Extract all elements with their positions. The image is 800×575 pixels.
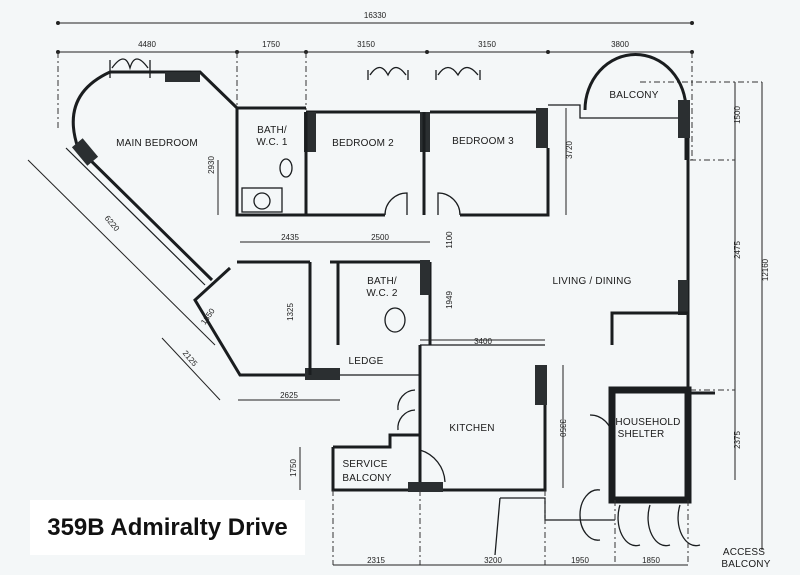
dim-top-1: 4480 bbox=[138, 40, 156, 49]
dim-top-2: 1750 bbox=[262, 40, 280, 49]
dim-bottom-2: 3200 bbox=[484, 556, 502, 565]
dim-overall-depth: 12160 bbox=[761, 258, 770, 281]
dim-bedroom3-depth: 3720 bbox=[565, 141, 574, 159]
label-service-a: SERVICE bbox=[342, 459, 387, 470]
dim-kitchen-depth: 3350 bbox=[558, 419, 567, 437]
label-bath2-a: BATH/ bbox=[367, 276, 397, 287]
dim-corridor-a: 2435 bbox=[281, 233, 299, 242]
dim-top-4: 3150 bbox=[478, 40, 496, 49]
dim-total-width: 16330 bbox=[364, 11, 387, 20]
label-shelter-b: SHELTER bbox=[618, 429, 665, 440]
label-ledge: LEDGE bbox=[349, 356, 384, 367]
dim-shelter-depth: 2375 bbox=[733, 431, 742, 449]
dim-bottom-3: 1950 bbox=[571, 556, 589, 565]
label-bedroom2: BEDROOM 2 bbox=[332, 138, 394, 149]
label-service-b: BALCONY bbox=[342, 473, 391, 484]
dim-kitchen-top: 3400 bbox=[474, 337, 492, 346]
dim-store-depth: 1325 bbox=[286, 303, 295, 321]
dim-living-depth: 2475 bbox=[733, 241, 742, 259]
label-bedroom3: BEDROOM 3 bbox=[452, 136, 514, 147]
dim-top-3: 3150 bbox=[357, 40, 375, 49]
label-access-b: BALCONY bbox=[721, 559, 770, 570]
address-caption: 359B Admiralty Drive bbox=[30, 500, 305, 555]
top-dimensions: 16330 4480 1750 3150 3150 3800 bbox=[56, 11, 694, 160]
inner-dimensions: 2930 3720 6220 2435 2500 1100 1949 1350 … bbox=[27, 108, 688, 566]
dim-balcony-depth: 1500 bbox=[733, 106, 742, 124]
label-bath2-b: W.C. 2 bbox=[366, 288, 397, 299]
dim-top-5: 3800 bbox=[611, 40, 629, 49]
label-main-bedroom: MAIN BEDROOM bbox=[116, 138, 198, 149]
dim-bath1-depth: 2930 bbox=[207, 156, 216, 174]
label-bath1-b: W.C. 1 bbox=[256, 137, 287, 148]
label-kitchen: KITCHEN bbox=[449, 423, 494, 434]
right-dimensions: 1500 2475 2375 12160 bbox=[640, 81, 770, 550]
dim-store-width: 2625 bbox=[280, 391, 298, 400]
room-labels: MAIN BEDROOM BATH/ W.C. 1 BEDROOM 2 BEDR… bbox=[116, 90, 770, 570]
dim-bath2-depth: 1949 bbox=[445, 291, 454, 309]
dim-bottom-4: 1850 bbox=[642, 556, 660, 565]
label-living-dining: LIVING / DINING bbox=[552, 276, 631, 287]
label-shelter-a: HOUSEHOLD bbox=[615, 417, 680, 428]
label-bath1-a: BATH/ bbox=[257, 125, 287, 136]
dim-main-diag: 6220 bbox=[103, 214, 122, 234]
label-access-a: ACCESS bbox=[723, 547, 765, 558]
dim-service-depth: 1750 bbox=[289, 459, 298, 477]
dim-corridor-b: 2500 bbox=[371, 233, 389, 242]
label-balcony: BALCONY bbox=[609, 90, 658, 101]
dim-bottom-1: 2315 bbox=[367, 556, 385, 565]
dim-corridor-depth: 1100 bbox=[445, 231, 454, 249]
dim-diag-lower: 2125 bbox=[181, 349, 200, 369]
walls bbox=[65, 53, 715, 565]
